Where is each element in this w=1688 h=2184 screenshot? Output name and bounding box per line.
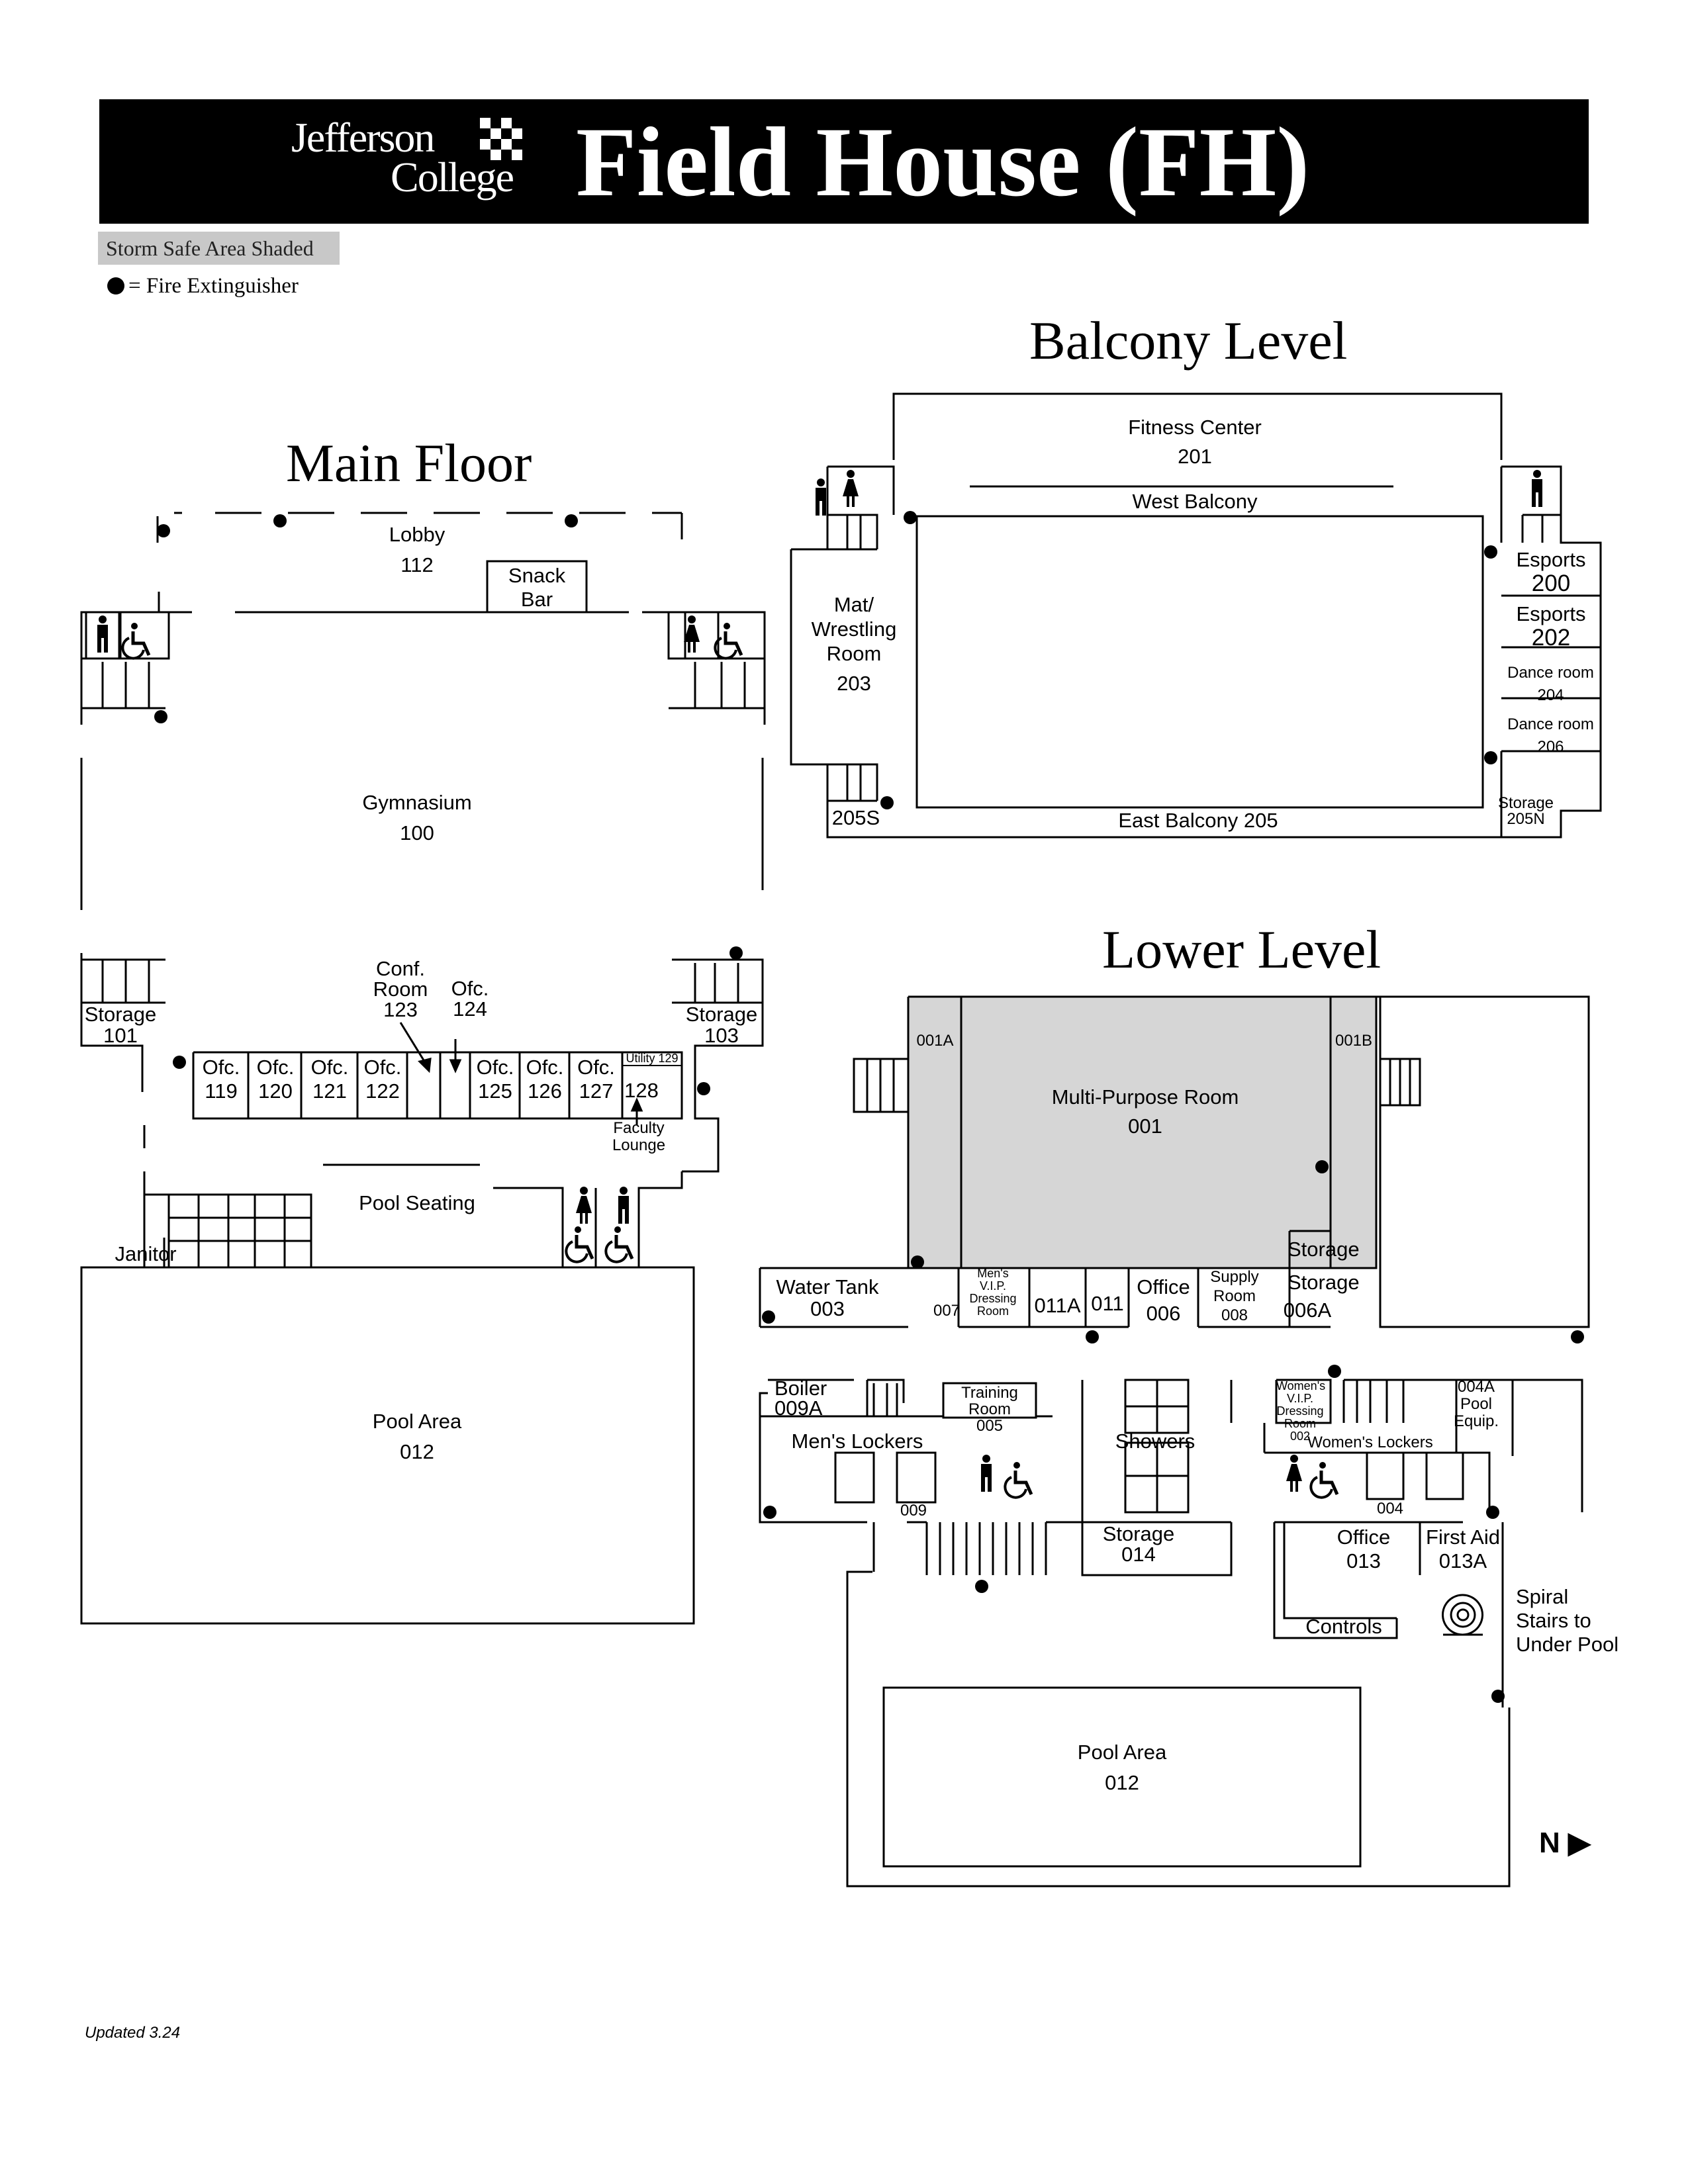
room-006a: 006A — [1283, 1298, 1332, 1322]
storm-safe-legend: Storm Safe Area Shaded — [98, 232, 340, 265]
logo-checker-icon — [480, 118, 522, 160]
room-004: 004 — [1376, 1500, 1404, 1518]
storm-safe-area — [908, 997, 1376, 1268]
room-ofc-120: Ofc.120 — [256, 1056, 295, 1103]
room-ofc-121: Ofc.121 — [310, 1056, 349, 1103]
fire-extinguishers — [154, 511, 1584, 1703]
fire-extinguisher-icon — [107, 277, 124, 295]
room-mens-lockers: Men's Lockers — [791, 1430, 923, 1453]
college-logo: Jefferson College — [291, 114, 543, 213]
room-001a: 001A — [916, 1032, 954, 1050]
room-205s: 205S — [831, 806, 880, 829]
room-janitor: Janitor — [115, 1242, 177, 1265]
logo-line-2: College — [391, 154, 514, 201]
building-title: Field House (FH) — [576, 107, 1310, 217]
room-utility-129: Utility 129 — [623, 1052, 681, 1066]
updated-note: Updated 3.24 — [85, 2024, 181, 2042]
room-womens-lockers: Women's Lockers — [1307, 1433, 1433, 1451]
room-west-balcony: West Balcony — [1132, 490, 1258, 513]
room-007: 007 — [933, 1302, 961, 1320]
room-east-balcony-205: East Balcony 205 — [1118, 809, 1278, 832]
room-009: 009 — [900, 1502, 927, 1520]
room-controls: Controls — [1305, 1615, 1382, 1638]
room-pool-seating: Pool Seating — [359, 1191, 475, 1214]
walls — [80, 392, 1602, 1888]
lower-level-title: Lower Level — [1102, 919, 1382, 979]
room-ofc-127: Ofc.127 — [577, 1056, 615, 1103]
title-banner — [99, 99, 1589, 224]
north-arrow: N ▶ — [1539, 1827, 1591, 1859]
room-storage-upper: Storage — [1288, 1238, 1360, 1261]
balcony-level-title: Balcony Level — [1029, 310, 1348, 371]
room-ofc-124: Ofc.124 — [451, 977, 489, 1021]
room-showers: Showers — [1115, 1430, 1196, 1453]
room-128: 128 — [624, 1079, 659, 1102]
fire-extinguisher-legend: = Fire Extinguisher — [107, 271, 299, 300]
room-ofc-126: Ofc.126 — [526, 1056, 564, 1103]
room-ofc-125: Ofc.125 — [476, 1056, 514, 1103]
main-floor-title: Main Floor — [286, 433, 532, 493]
room-ofc-122: Ofc.122 — [363, 1056, 402, 1103]
logo-line-1: Jefferson — [291, 114, 435, 161]
room-001b: 001B — [1335, 1032, 1373, 1050]
room-storage-lower: Storage — [1288, 1271, 1360, 1294]
room-011a: 011A — [1034, 1294, 1081, 1317]
room-011: 011 — [1091, 1292, 1124, 1315]
fire-extinguisher-label: = Fire Extinguisher — [128, 274, 299, 298]
room-ofc-119: Ofc.119 — [202, 1056, 240, 1103]
